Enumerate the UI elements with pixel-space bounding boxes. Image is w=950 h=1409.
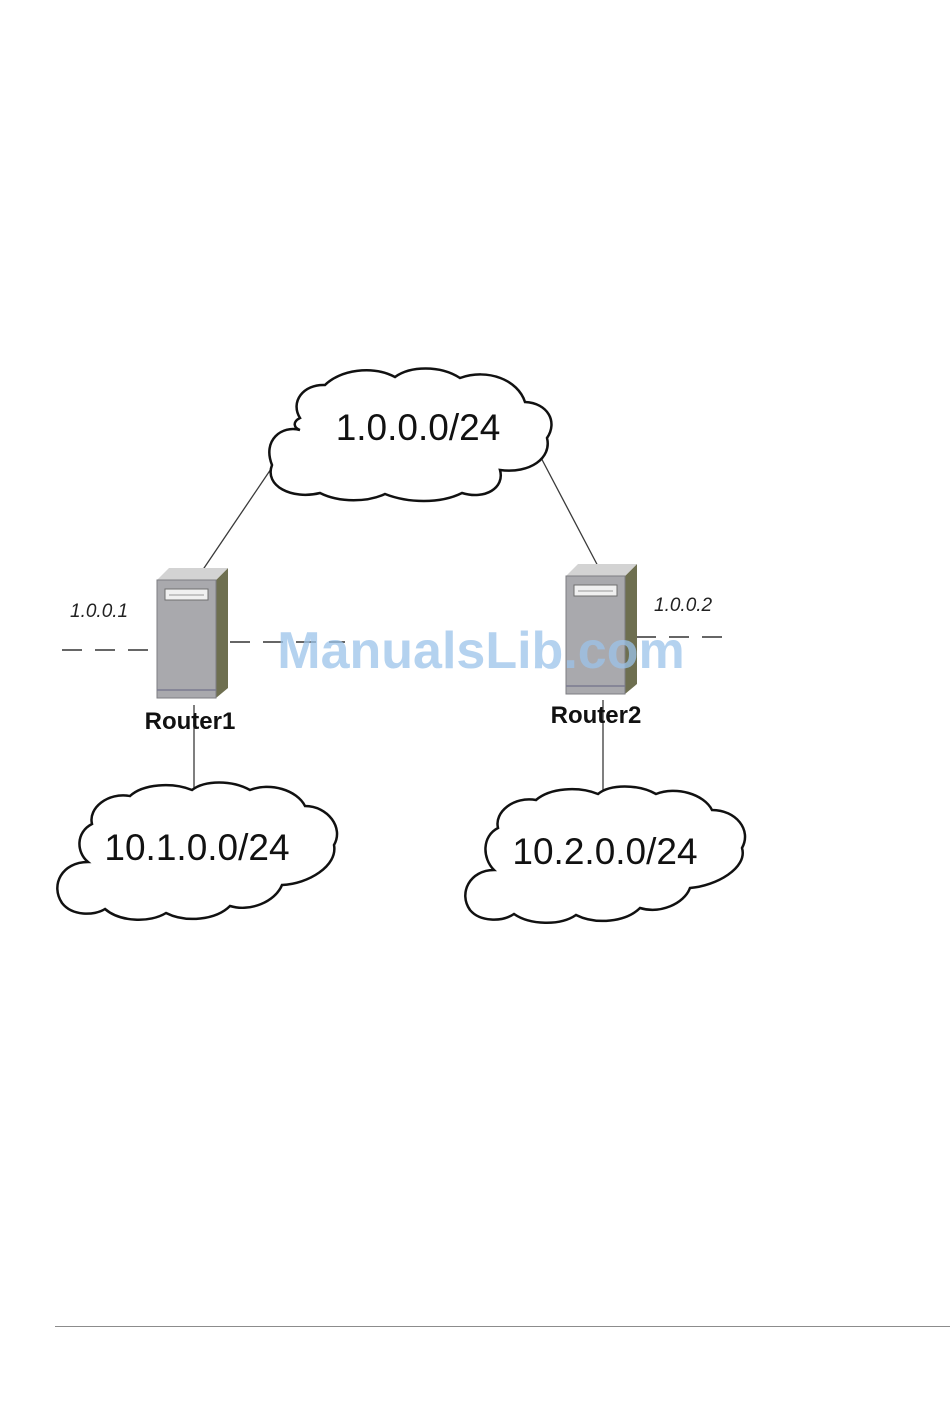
watermark-text: ManualsLib.com <box>277 622 684 680</box>
cloud-top: 1.0.0.0/24 <box>269 369 551 502</box>
footer-divider <box>55 1326 950 1327</box>
cloud-left-label: 10.1.0.0/24 <box>104 827 289 868</box>
router2-ip-label: 1.0.0.2 <box>654 595 713 616</box>
cloud-top-label: 1.0.0.0/24 <box>336 407 501 448</box>
cloud-right: 10.2.0.0/24 <box>465 787 745 923</box>
router1-icon <box>157 568 228 698</box>
router1-top <box>157 568 228 580</box>
router1-side <box>216 568 228 698</box>
router2-label: Router2 <box>551 702 642 729</box>
router1-ip-label: 1.0.0.1 <box>70 601 128 622</box>
link-router2-to-top-cloud <box>538 452 600 570</box>
router1-label: Router1 <box>145 708 236 735</box>
link-router1-to-top-cloud <box>200 466 273 574</box>
router2-top <box>566 564 637 576</box>
cloud-left: 10.1.0.0/24 <box>57 783 337 920</box>
cloud-right-label: 10.2.0.0/24 <box>512 831 697 872</box>
